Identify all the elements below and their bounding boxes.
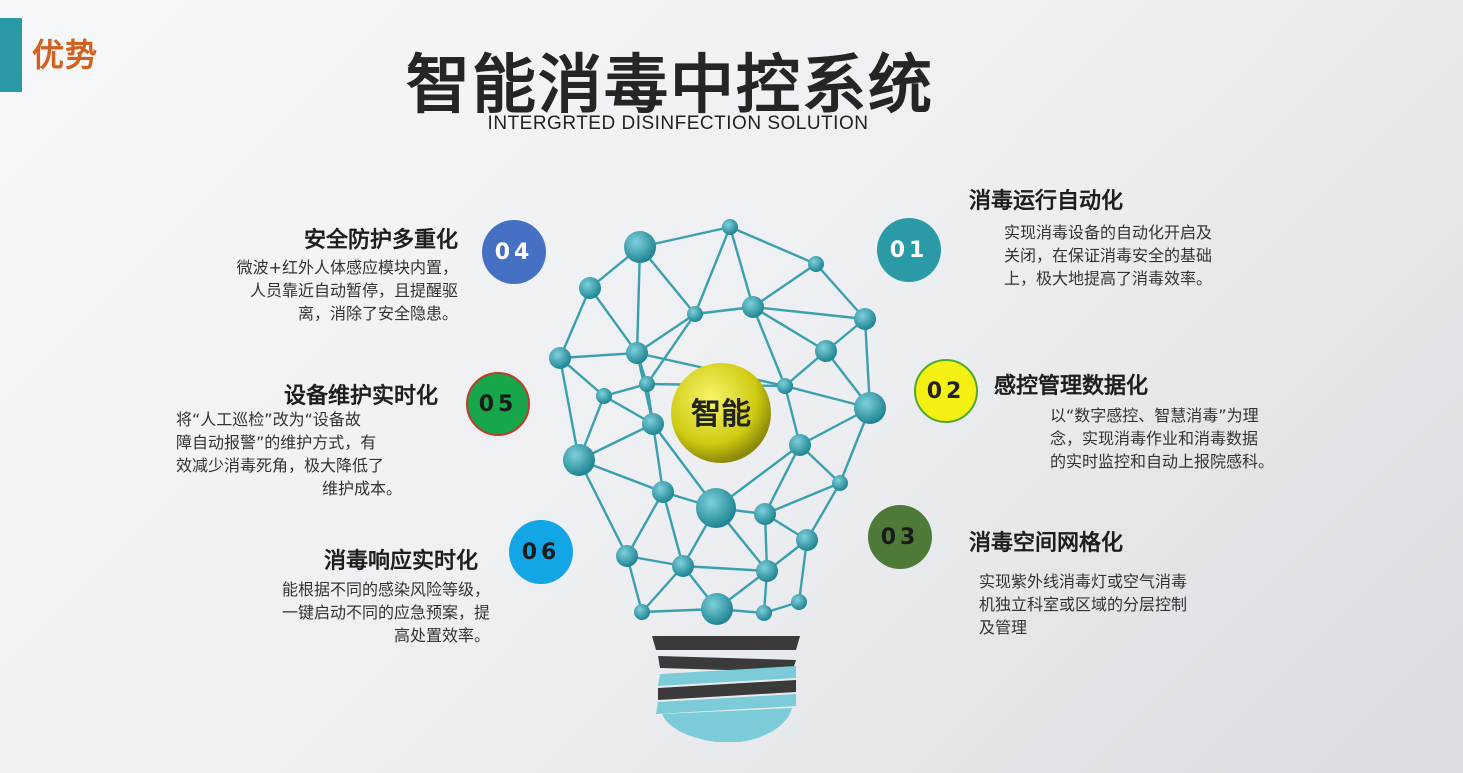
network-edge [752,263,817,308]
network-edge [693,226,732,315]
network-edge [636,313,696,354]
feature-description: 以“数字感控、智慧消毒”为理念，实现消毒作业和消毒数据的实时监控和自动上报院感科… [1050,406,1275,471]
network-node [777,378,793,394]
feature-description: 实现消毒设备的自动化开启及关闭，在保证消毒安全的基础上，极大地提高了消毒效率。 [1004,223,1213,288]
network-node [687,306,703,322]
network-edge [728,226,755,308]
network-edge [661,491,685,567]
center-label: 智能 [691,397,751,432]
feature-number-badge: 06 [509,520,573,584]
network-node [579,277,601,299]
bulb-base-icon [652,636,800,742]
center-bulb-icon [671,363,771,463]
network-node [808,256,824,272]
network-node [634,604,650,620]
network-edge [589,287,638,354]
feature-number-badge: 03 [868,505,932,569]
network-node [756,560,778,582]
network-node [789,434,811,456]
feature-title: 消毒运行自动化 [969,189,1124,214]
network-edge [646,313,696,385]
network-node [854,392,886,424]
network-edge [764,481,841,516]
network-edge [752,305,827,353]
network-node [796,529,818,551]
network-node [754,503,776,525]
network-node [642,413,664,435]
network-edge [625,491,665,557]
network-edge [815,263,866,320]
network-node [696,488,736,528]
network-edge [682,564,768,573]
feature-number-badge: 02 [914,359,978,423]
feature-description: 微波+红外人体感应模块内置，人员靠近自动暂停，且提醒驱离，消除了安全隐患。 [236,258,458,323]
network-node [815,340,837,362]
network-node [791,594,807,610]
network-node [626,342,648,364]
feature-number-badge: 04 [482,220,546,284]
network-edge [651,423,665,493]
network-edge [559,351,638,360]
network-edge [558,357,581,461]
network-node [742,296,764,318]
network-node [854,308,876,330]
feature-title: 设备维护实时化 [283,384,438,409]
feature-title: 安全防护多重化 [303,228,458,253]
network-node [701,593,733,625]
network-edge [763,444,802,515]
network-edge [558,287,592,359]
network-node [616,545,638,567]
page-subtitle: INTERGRTED DISINFECTION SOLUTION [487,113,869,134]
lightbulb-network-illustration: 智能 [549,219,886,742]
feature-title: 消毒空间网格化 [969,531,1124,556]
network-node [652,481,674,503]
network-node [639,376,655,392]
section-label: 优势 [32,36,99,74]
feature-number-badge: 01 [877,218,941,282]
network-edge [577,459,629,557]
feature-number-badge: 05 [466,372,530,436]
feature-description: 实现紫外线消毒灯或空气消毒机独立科室或区域的分层控制及管理 [979,572,1188,637]
network-node [672,555,694,577]
network-nodes [549,219,886,625]
network-edge [752,305,866,321]
feature-description: 将“人工巡检”改为“设备故障自动报警”的维护方式，有效减少消毒死角，极大降低了维… [176,410,403,498]
page-title: 智能消毒中控系统 [406,49,934,123]
network-edge [729,225,817,266]
network-node [722,219,738,235]
accent-bar [0,18,22,92]
network-node [756,605,772,621]
feature-title: 消毒响应实时化 [323,549,478,574]
network-node [596,388,612,404]
feature-description: 能根据不同的感染风险等级，一键启动不同的应急预案，提高处置效率。 [281,580,490,645]
network-edge [635,246,642,354]
network-node [832,475,848,491]
network-edge [751,306,787,387]
network-node [624,231,656,263]
network-node [549,347,571,369]
feature-title: 感控管理数据化 [994,374,1149,399]
network-node [563,444,595,476]
